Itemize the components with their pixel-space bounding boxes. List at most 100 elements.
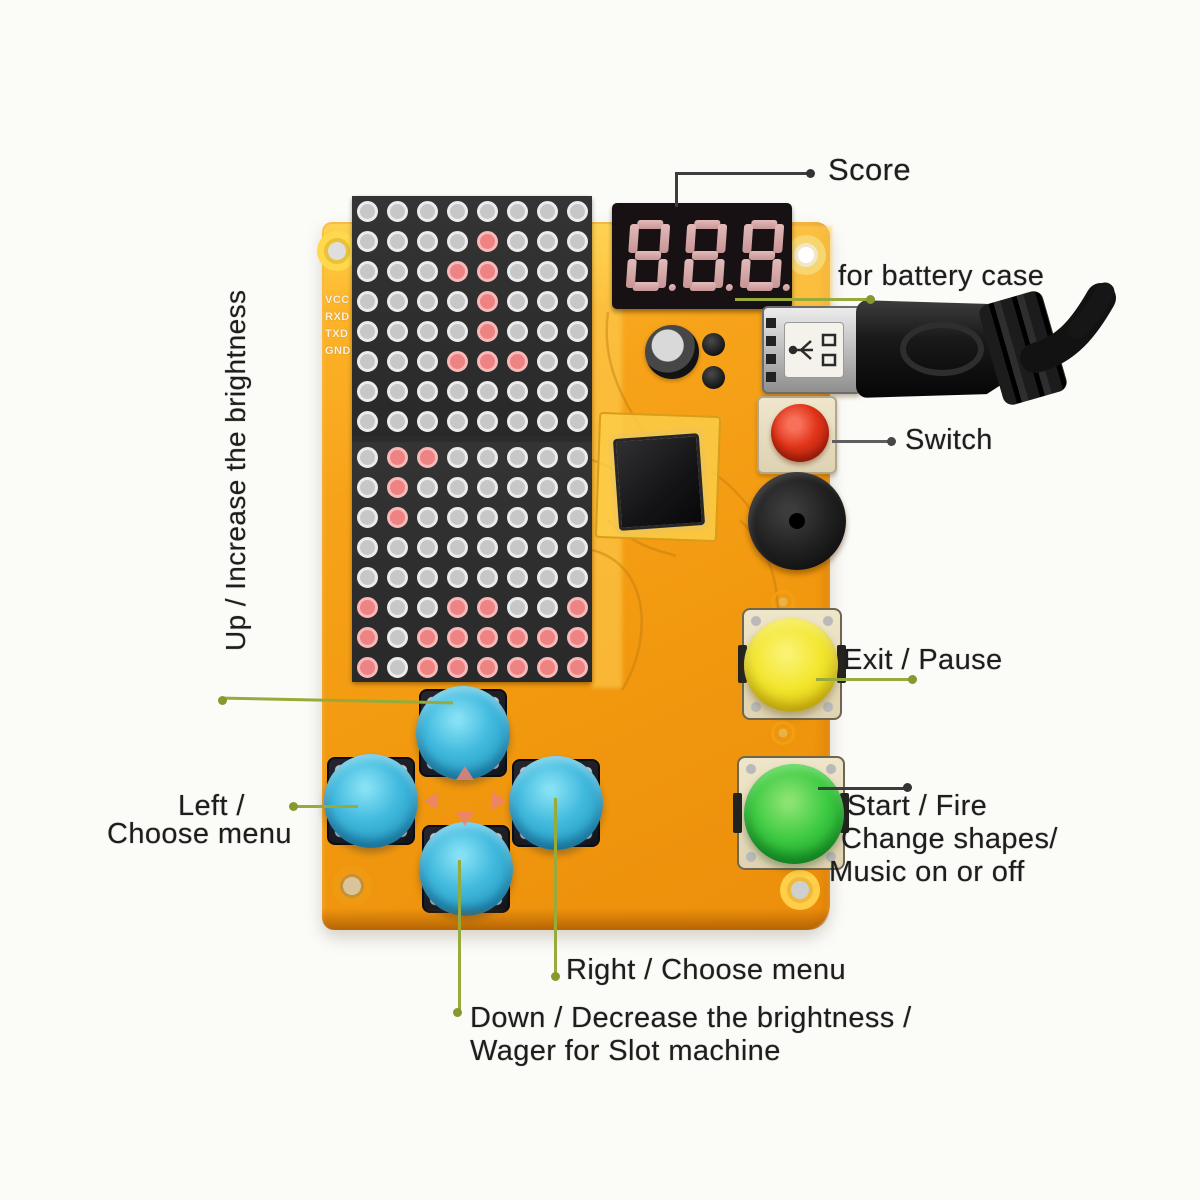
led-dot [566,506,588,528]
led-dot [506,320,528,342]
led-dot-lit [506,656,528,678]
led-dot [536,200,558,222]
led-dot [356,446,378,468]
led-dot-lit [506,626,528,648]
pin-label: VCC [325,294,350,306]
led-dot-lit [476,350,498,372]
led-dot [506,566,528,588]
led-dot [416,380,438,402]
led-dot [506,476,528,498]
led-dot [536,290,558,312]
right-leader-dot [551,972,560,981]
led-dot [566,566,588,588]
led-dot [566,200,588,222]
led-dot [536,380,558,402]
led-dot [356,476,378,498]
led-dot [536,446,558,468]
led-dot [416,200,438,222]
start-fire-label-line2: Change shapes/ [841,822,1058,855]
led-dot [356,350,378,372]
led-dot-lit [476,320,498,342]
led-dot [356,260,378,282]
led-dot [476,446,498,468]
silkscreen-target [771,721,795,745]
led-dot [506,506,528,528]
component-dot [702,366,725,389]
down-label: Down / Decrease the brightness / Wager f… [470,1002,912,1068]
mounting-hole [317,231,357,271]
start-leader-dot [903,783,912,792]
led-dot-lit [446,596,468,618]
led-dot [416,566,438,588]
down-button [419,822,513,916]
led-dot [506,536,528,558]
led-dot-lit [476,290,498,312]
led-dot [506,380,528,402]
led-dot [356,230,378,252]
led-dot [476,566,498,588]
led-dot [506,230,528,252]
matrix-bottom [352,442,592,682]
led-dot [566,350,588,372]
start-leader-line [818,787,908,790]
start-fire-label-line3: Music on or off [829,855,1025,888]
mounting-hole [332,866,372,906]
led-dot [416,536,438,558]
led-dot [566,410,588,432]
led-dot-lit [476,260,498,282]
led-dot [566,230,588,252]
led-dot [476,380,498,402]
start-fire-label: Start / Fire Change shapes/ Music on or … [829,790,1058,888]
usb-plug-groove [900,322,984,376]
led-dot [446,410,468,432]
up-leader-dot [218,696,227,705]
led-dot-lit [566,656,588,678]
led-dot-lit [416,656,438,678]
mcu-chip [612,433,706,531]
led-dot [476,536,498,558]
usb-cable [1020,282,1116,373]
led-dot-lit [356,626,378,648]
led-dot [536,410,558,432]
led-dot [386,200,408,222]
led-dot [476,506,498,528]
led-dot [566,476,588,498]
down-leader-dot [453,1008,462,1017]
seven-segment-digit [739,220,791,292]
dpad-arrow-icon [424,792,438,810]
led-dot [536,260,558,282]
led-dot [386,320,408,342]
led-dot [356,536,378,558]
seven-segment-digit [625,220,677,292]
led-dot-lit [476,626,498,648]
led-dot [536,536,558,558]
start-fire-label-line1: Start / Fire [847,790,988,822]
electrolytic-capacitor [645,325,699,379]
led-dot [386,350,408,372]
led-dot [446,290,468,312]
led-dot [566,446,588,468]
mounting-hole [780,870,820,910]
led-dot [356,380,378,402]
led-dot-lit [356,656,378,678]
led-dot [506,446,528,468]
exit-leader-line [816,678,914,681]
led-dot [446,230,468,252]
led-dot [416,320,438,342]
led-dot [536,350,558,372]
switch-label: Switch [905,424,993,456]
switch-leader-line [832,440,892,443]
down-leader-line [458,860,461,1014]
led-dot [566,320,588,342]
right-leader-line [554,798,557,978]
pin-label: TXD [325,328,349,340]
led-dot [356,200,378,222]
led-dot [536,476,558,498]
seven-segment-digit [682,220,734,292]
led-dot [356,506,378,528]
led-matrix-display [352,196,592,682]
led-dot [536,506,558,528]
led-dot [506,410,528,432]
led-dot [386,626,408,648]
